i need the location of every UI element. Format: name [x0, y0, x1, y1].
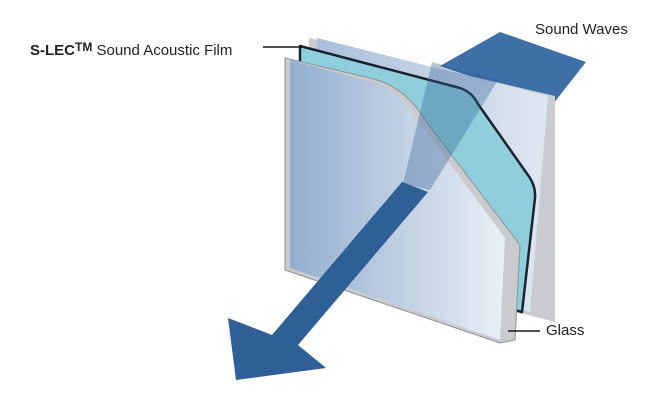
sound-exit-arrow-icon: [228, 182, 428, 380]
film-description-text: Sound Acoustic Film: [92, 42, 233, 59]
sound-waves-band-icon: [440, 32, 586, 104]
sound-waves-label: Sound Waves: [535, 21, 628, 38]
sound-path-through-glass: [403, 62, 498, 190]
film-trademark-text: TM: [75, 40, 93, 54]
film-brand-text: S-LEC: [30, 42, 75, 59]
acoustic-film-label: S-LECTM Sound Acoustic Film: [30, 38, 232, 60]
glass-label: Glass: [546, 322, 585, 339]
